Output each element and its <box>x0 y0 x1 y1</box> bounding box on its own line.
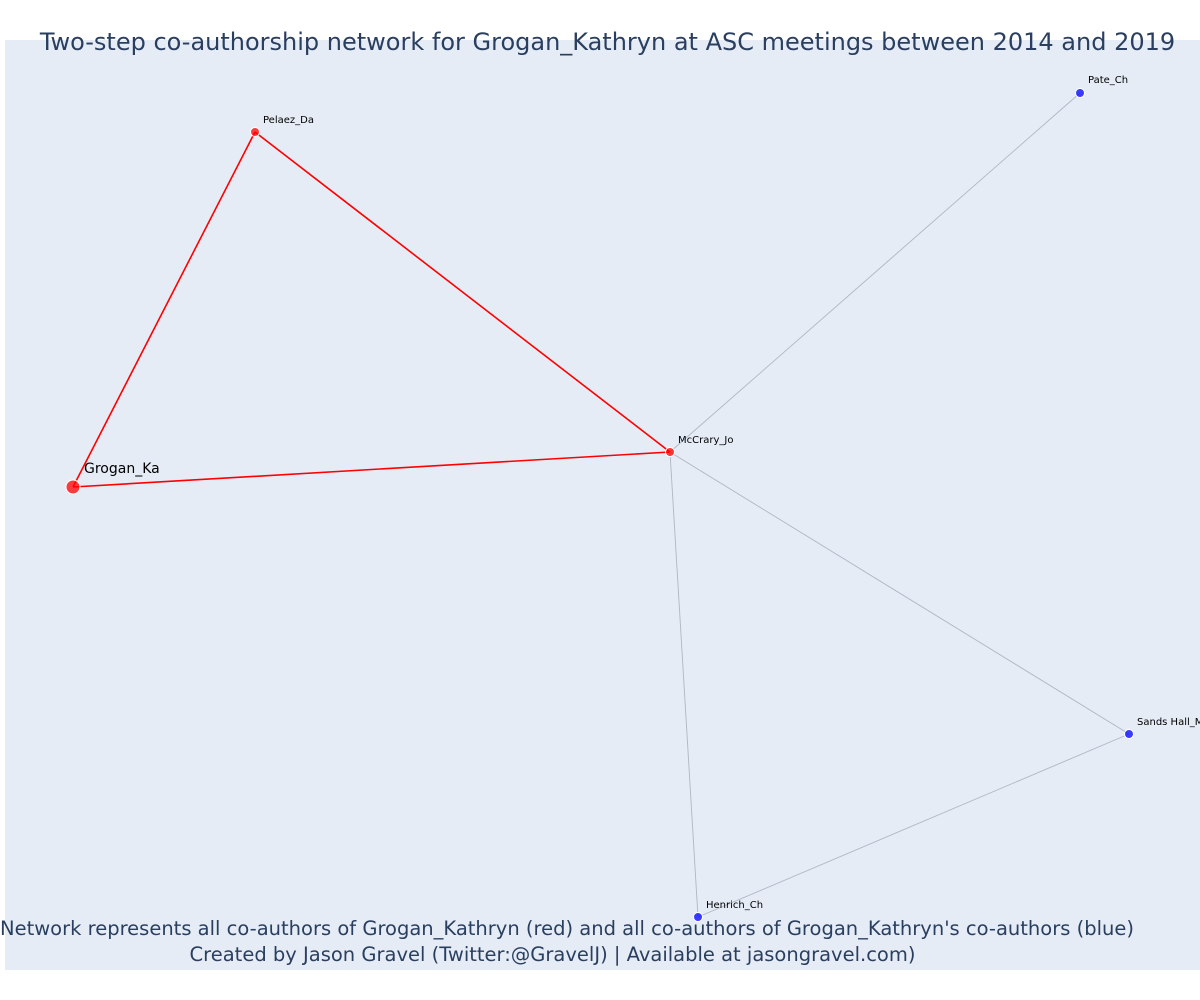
node-pelaez[interactable] <box>250 127 260 137</box>
edge-pelaez-mccrary <box>254 131 671 453</box>
edge-mccrary-sands <box>669 451 1130 735</box>
node-mccrary[interactable] <box>665 447 675 457</box>
chart-title: Two-step co-authorship network for Groga… <box>39 28 1176 56</box>
node-grogan[interactable] <box>65 479 81 495</box>
edge-mccrary-henrich <box>669 451 699 918</box>
edge-grogan-pelaez <box>72 131 256 488</box>
node-label-grogan: Grogan_Ka <box>84 461 160 477</box>
edge-sands-henrich <box>697 733 1130 918</box>
footer-credit: Created by Jason Gravel (Twitter:@Gravel… <box>189 943 916 966</box>
node-henrich[interactable] <box>693 912 703 922</box>
node-label-sands: Sands Hall_M <box>1137 717 1200 728</box>
node-label-henrich: Henrich_Ch <box>706 900 763 911</box>
node-sands[interactable] <box>1124 729 1134 739</box>
node-label-mccrary: McCrary_Jo <box>678 435 733 446</box>
node-pate[interactable] <box>1075 88 1085 98</box>
nodes-layer <box>65 88 1134 922</box>
plot-area <box>5 40 1200 970</box>
edge-mccrary-pate <box>669 92 1081 453</box>
footer-caption: Network represents all co-authors of Gro… <box>0 917 1134 940</box>
edge-grogan-mccrary <box>72 451 671 488</box>
node-label-pelaez: Pelaez_Da <box>263 115 314 126</box>
node-label-pate: Pate_Ch <box>1088 75 1128 86</box>
edges-layer <box>72 92 1130 918</box>
